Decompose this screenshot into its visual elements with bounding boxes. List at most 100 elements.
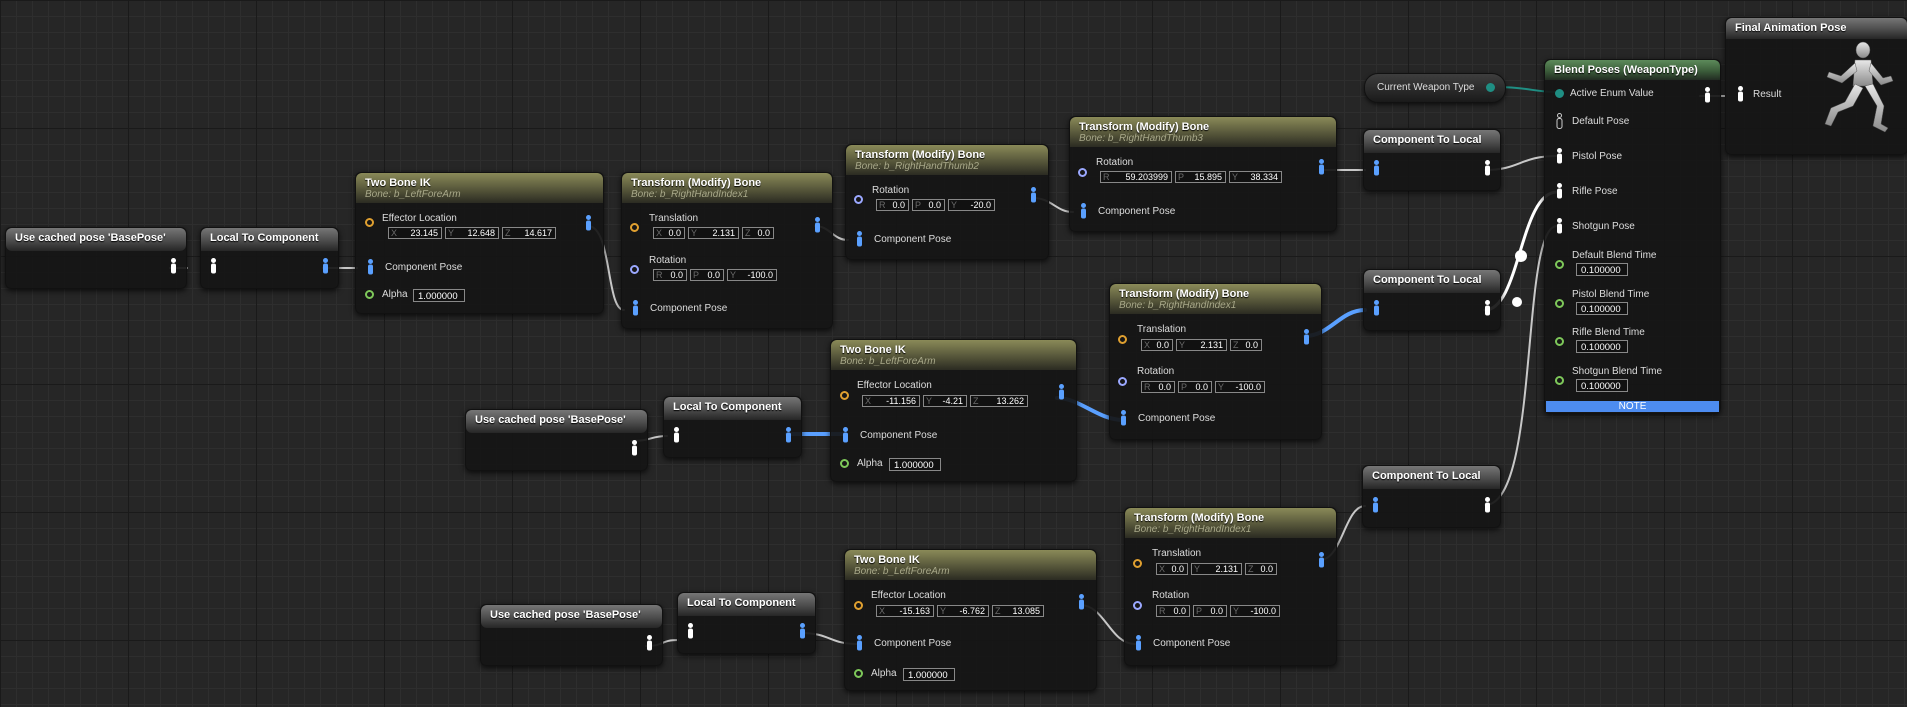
pose-output-pin[interactable]	[321, 258, 330, 274]
pose-output-pin[interactable]	[645, 635, 654, 651]
alpha-pin[interactable]: Alpha	[840, 458, 883, 469]
pose-input-pin[interactable]	[1371, 497, 1380, 513]
active-enum-value-pin[interactable]: Active Enum Value	[1555, 88, 1654, 99]
blue-pose-output-pin[interactable]	[1029, 187, 1038, 203]
effector-location-pin[interactable]	[365, 218, 374, 227]
shotgun-blend-time-field[interactable]: 0.100000	[1576, 379, 1628, 392]
enum-output-pin[interactable]	[1486, 83, 1495, 92]
local-to-component-node-c[interactable]: Local To Component	[677, 592, 816, 654]
pose-output-pin[interactable]	[1483, 300, 1492, 316]
blue-pose-output-pin[interactable]	[1317, 552, 1326, 568]
pose-input-pin[interactable]	[686, 623, 695, 639]
translation-pin[interactable]	[1118, 335, 1127, 344]
default-pose-pin[interactable]: Default Pose	[1555, 113, 1629, 129]
rifle-blend-time-pin[interactable]	[1555, 337, 1564, 346]
blue-pose-output-pin[interactable]	[1057, 384, 1066, 400]
blue-pose-output-pin[interactable]	[1077, 594, 1086, 610]
local-to-component-node-a[interactable]: Local To Component	[200, 227, 339, 289]
y-field[interactable]: Y-4.21	[923, 395, 967, 407]
rotation-pin[interactable]	[1133, 601, 1142, 610]
cached-pose-node-b[interactable]: Use cached pose 'BasePose'	[465, 409, 648, 471]
pose-output-pin[interactable]	[798, 623, 807, 639]
component-pose-pin[interactable]: Component Pose	[1119, 410, 1215, 426]
alpha-field[interactable]: 1.000000	[413, 289, 465, 302]
cached-pose-node-a[interactable]: Use cached pose 'BasePose'	[5, 227, 187, 289]
shotgun-blend-time-pin[interactable]	[1555, 376, 1564, 385]
y-field[interactable]: Y-100.0	[727, 269, 777, 281]
rifle-pose-pin[interactable]: Rifle Pose	[1555, 183, 1618, 199]
pose-output-pin[interactable]	[1483, 497, 1492, 513]
effector-location-pin[interactable]	[854, 601, 863, 610]
final-animation-pose-node[interactable]: Final Animation Pose Result	[1725, 17, 1907, 155]
y-field[interactable]: Y-20.0	[948, 199, 995, 211]
rotation-pin[interactable]	[1118, 377, 1127, 386]
alpha-field[interactable]: 1.000000	[889, 458, 941, 471]
pose-output-pin[interactable]	[169, 258, 178, 274]
note-bar[interactable]: NOTE	[1546, 401, 1719, 412]
pose-input-pin[interactable]	[1372, 160, 1381, 176]
y-field[interactable]: Y-6.762	[937, 605, 989, 617]
pose-input-pin[interactable]	[1372, 300, 1381, 316]
effector-location-pin[interactable]	[840, 391, 849, 400]
result-pin[interactable]: Result	[1736, 86, 1781, 102]
component-pose-pin[interactable]: Component Pose	[1134, 635, 1230, 651]
cached-pose-node-c[interactable]: Use cached pose 'BasePose'	[480, 604, 663, 666]
translation-pin[interactable]	[630, 223, 639, 232]
pose-output-pin[interactable]	[1483, 160, 1492, 176]
alpha-pin[interactable]: Alpha	[365, 289, 408, 300]
blue-pose-output-pin[interactable]	[1317, 159, 1326, 175]
pose-output-pin[interactable]	[630, 440, 639, 456]
pose-output-pin[interactable]	[784, 427, 793, 443]
alpha-pin[interactable]: Alpha	[854, 668, 897, 679]
local-to-component-node-b[interactable]: Local To Component	[663, 396, 802, 458]
x-field[interactable]: X-11.156	[862, 395, 920, 407]
component-pose-pin[interactable]: Component Pose	[1079, 203, 1175, 219]
alpha-field[interactable]: 1.000000	[903, 668, 955, 681]
component-pose-pin[interactable]: Component Pose	[855, 635, 951, 651]
pistol-pose-pin[interactable]: Pistol Pose	[1555, 148, 1622, 164]
current-weapon-type-node[interactable]: Current Weapon Type	[1364, 73, 1506, 103]
component-pose-pin[interactable]: Component Pose	[841, 427, 937, 443]
blend-poses-node[interactable]: Blend Poses (WeaponType) Active Enum Val…	[1544, 59, 1721, 414]
blue-pose-output-pin[interactable]	[584, 215, 593, 231]
pistol-blend-time-pin[interactable]	[1555, 299, 1564, 308]
component-pose-pin[interactable]: Component Pose	[366, 259, 462, 275]
x-field[interactable]: X-15.163	[876, 605, 934, 617]
translation-pin[interactable]	[1133, 559, 1142, 568]
component-pose-pin[interactable]: Component Pose	[631, 300, 727, 316]
rotation-pin[interactable]	[630, 265, 639, 274]
rotation-pin[interactable]	[1078, 168, 1087, 177]
pistol-blend-time-field[interactable]: 0.100000	[1576, 302, 1628, 315]
